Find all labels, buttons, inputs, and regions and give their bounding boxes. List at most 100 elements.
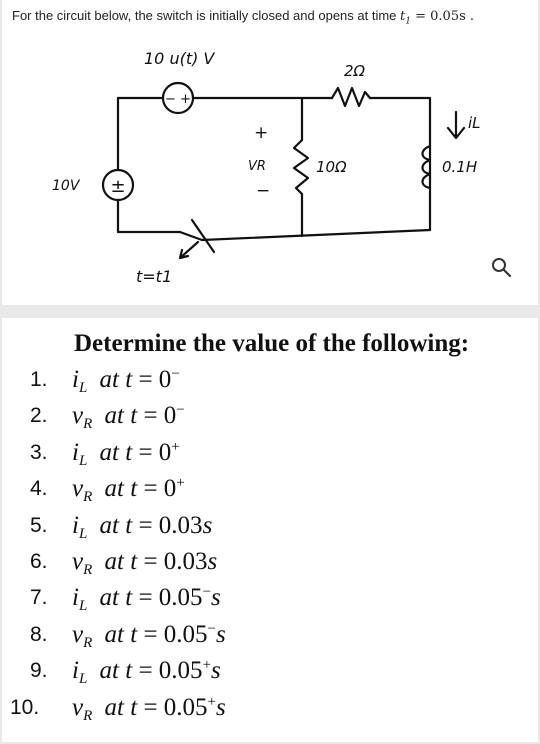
source-label: 10V (52, 178, 81, 194)
question-superscript: − (176, 402, 185, 419)
question-at: at t (93, 366, 133, 393)
question-number: 4. (30, 477, 48, 501)
switch-symbol (178, 218, 216, 254)
list-item: 8. vR at t = 0.05−s (2, 621, 538, 657)
question-expression: iL at t = 0.05−s (72, 584, 221, 615)
question-variable: i (72, 584, 79, 612)
question-variable: v (72, 547, 84, 575)
question-variable: v (72, 402, 84, 430)
questions-heading: Determine the value of the following: (74, 330, 470, 357)
question-at: at t (93, 438, 133, 466)
question-superscript: − (207, 620, 217, 637)
question-subscript: R (83, 416, 93, 433)
inductor-label: 0.1H (442, 158, 477, 176)
question-subscript: R (83, 634, 93, 651)
question-subscript: L (78, 525, 88, 542)
question-at: at t (93, 584, 133, 612)
question-number: 10. (10, 695, 40, 719)
question-variable: i (72, 657, 79, 685)
voltage-source-sign: ± (110, 176, 125, 197)
vr-plus-label: + (254, 123, 268, 143)
search-icon[interactable] (490, 256, 514, 280)
dependent-source-label: 10 u(t) V (144, 49, 215, 68)
question-variable: i (72, 438, 79, 466)
list-item: 4. vR at t = 0+ (2, 475, 538, 511)
question-superscript: + (171, 438, 180, 455)
time-variable: t1 (400, 9, 411, 27)
question-at: at t (98, 547, 138, 575)
question-unit: s (202, 511, 213, 539)
question-unit: s (216, 693, 226, 721)
dependent-source-sign: − + (165, 92, 191, 107)
circuit-diagram: − + ± 10 u(t) V 10V 2Ω 10Ω + VR − 0.1H i… (52, 49, 481, 286)
list-item: 10. vR at t = 0.05+s (2, 694, 538, 730)
resistor-2ohm-symbol (330, 86, 372, 108)
question-at: at t (93, 511, 133, 539)
question-subscript: R (83, 707, 93, 724)
resistor-10ohm-label: 10Ω (316, 158, 347, 176)
question-number: 3. (30, 440, 48, 464)
question-value: = 0.03 (137, 547, 208, 575)
question-number: 1. (30, 368, 48, 391)
question-subscript: L (78, 598, 88, 615)
question-unit: s (211, 657, 221, 685)
question-expression: vR at t = 0.05+s (72, 694, 226, 725)
question-value: = 0 (137, 402, 177, 430)
question-variable: v (72, 693, 84, 721)
wire-left-bottom (116, 198, 182, 234)
current-label: iL (468, 114, 481, 132)
question-unit: s (216, 620, 226, 648)
question-number: 5. (30, 513, 48, 537)
problem-statement: For the circuit below, the switch is ini… (12, 8, 474, 27)
question-expression: iL at t = 0+ (72, 439, 180, 470)
resistor-2ohm-label: 2Ω (344, 62, 366, 80)
question-value: = 0 (132, 366, 172, 393)
question-superscript: − (202, 584, 212, 601)
question-value: = 0.05 (132, 584, 203, 612)
question-variable: v (72, 475, 84, 503)
question-superscript: − (171, 366, 180, 382)
question-number: 2. (30, 404, 48, 428)
question-expression: iL at t = 0.05+s (72, 657, 221, 688)
question-subscript: L (78, 671, 88, 688)
question-number: 8. (30, 622, 48, 646)
question-subscript: L (78, 380, 88, 396)
question-at: at t (98, 620, 138, 648)
question-expression: vR at t = 0− (72, 402, 185, 433)
circuit-card: For the circuit below, the switch is ini… (2, 0, 538, 305)
question-expression: iL at t = 0.03s (72, 512, 212, 543)
wire-bottom (200, 228, 432, 242)
questions-card: Determine the value of the following: 1.… (2, 318, 538, 742)
question-number: 6. (30, 549, 48, 573)
question-expression: vR at t = 0.05−s (72, 621, 226, 652)
question-variable: i (72, 511, 79, 539)
question-subscript: L (78, 452, 88, 469)
question-at: at t (98, 693, 138, 721)
list-item: 6. vR at t = 0.03s (2, 548, 538, 584)
list-item: 1. iL at t = 0− (2, 366, 538, 402)
list-item: 2. vR at t = 0− (2, 402, 538, 438)
list-item: 5. iL at t = 0.03s (2, 512, 538, 548)
question-number: 7. (30, 586, 48, 610)
list-item: 9.iL at t = 0.05+s (2, 657, 538, 693)
inductor-symbol (421, 144, 432, 190)
question-expression: vR at t = 0+ (72, 475, 185, 506)
vr-minus-label: − (256, 181, 270, 201)
question-value: = 0.05 (137, 693, 208, 721)
resistor-10ohm-symbol (292, 138, 310, 196)
question-value: = 0.05 (137, 620, 208, 648)
question-at: at t (93, 657, 133, 685)
question-value: = 0.03 (132, 511, 203, 539)
question-at: at t (98, 402, 138, 430)
question-value: = 0 (132, 438, 172, 466)
list-item: 7. iL at t = 0.05−s (2, 584, 538, 620)
question-expression: vR at t = 0.03s (72, 548, 217, 579)
question-subscript: R (83, 561, 93, 578)
question-unit: s (211, 584, 221, 612)
question-unit: s (207, 547, 218, 575)
wire-top-right (368, 96, 432, 232)
question-subscript: R (83, 489, 93, 506)
question-superscript: + (176, 475, 185, 492)
switch-arrow (178, 240, 200, 260)
question-variable: i (72, 366, 79, 393)
